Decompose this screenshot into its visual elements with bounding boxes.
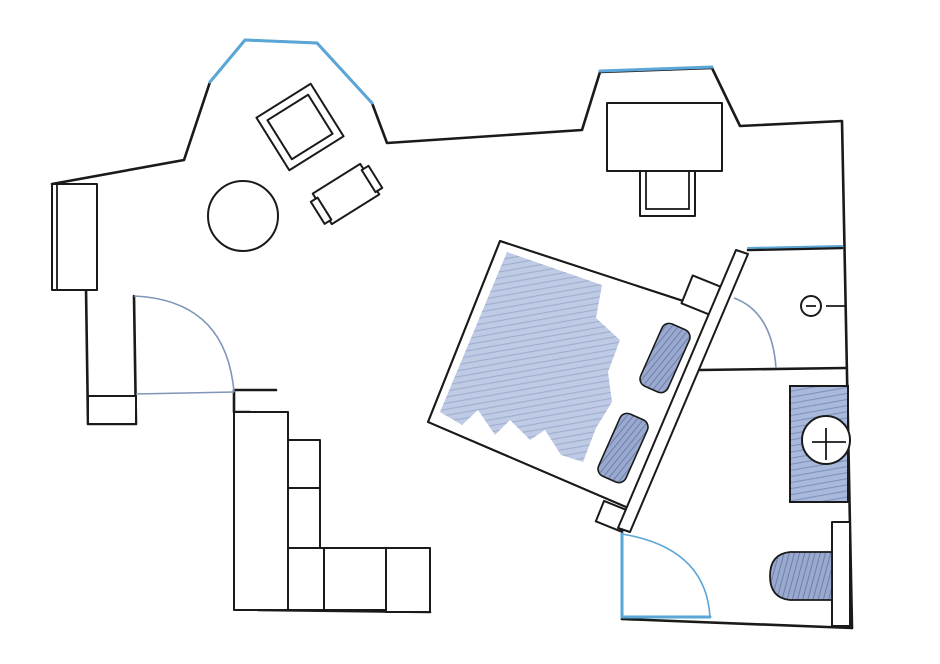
- pillow: [597, 412, 649, 484]
- door-swing-icon: [621, 533, 711, 618]
- shower: [733, 295, 845, 369]
- wardrobe-unit: [385, 547, 431, 613]
- window-icon: [208, 38, 374, 105]
- wardrobe-strip: [233, 411, 289, 611]
- wardrobe-unit: [287, 439, 321, 489]
- partition-wall: [617, 249, 749, 533]
- partition-top: [746, 246, 844, 252]
- partition-mid: [698, 366, 847, 372]
- wardrobe-unit: [287, 487, 321, 549]
- bed-duvet: [440, 252, 620, 462]
- side-chair: [309, 162, 384, 226]
- round-table: [207, 180, 279, 252]
- wardrobe-unit: [287, 547, 325, 611]
- desk: [606, 102, 723, 172]
- door-swing-icon: [135, 391, 235, 395]
- door-swing-icon: [133, 295, 235, 393]
- double-bed: [427, 240, 722, 533]
- wall-south: [620, 617, 854, 630]
- wardrobe-unit: [323, 547, 387, 611]
- bathroom-door: [620, 532, 712, 619]
- outer-walls: [50, 38, 854, 630]
- wall-cabinet: [51, 183, 98, 291]
- washbasin: [789, 385, 851, 503]
- armchair: [255, 82, 345, 172]
- window-icon: [747, 245, 843, 249]
- door-jamb: [87, 395, 137, 425]
- toilet-cistern: [831, 521, 851, 627]
- toilet-bowl: [769, 551, 833, 601]
- wardrobe: [233, 411, 431, 613]
- windows: [208, 38, 714, 105]
- wall-north-west: [50, 38, 854, 630]
- desk-chair: [639, 170, 696, 217]
- door-swing-icon: [733, 297, 777, 369]
- toilet: [769, 521, 851, 627]
- window-icon: [598, 65, 714, 73]
- entrance-door: [87, 295, 235, 425]
- pillow: [639, 322, 691, 394]
